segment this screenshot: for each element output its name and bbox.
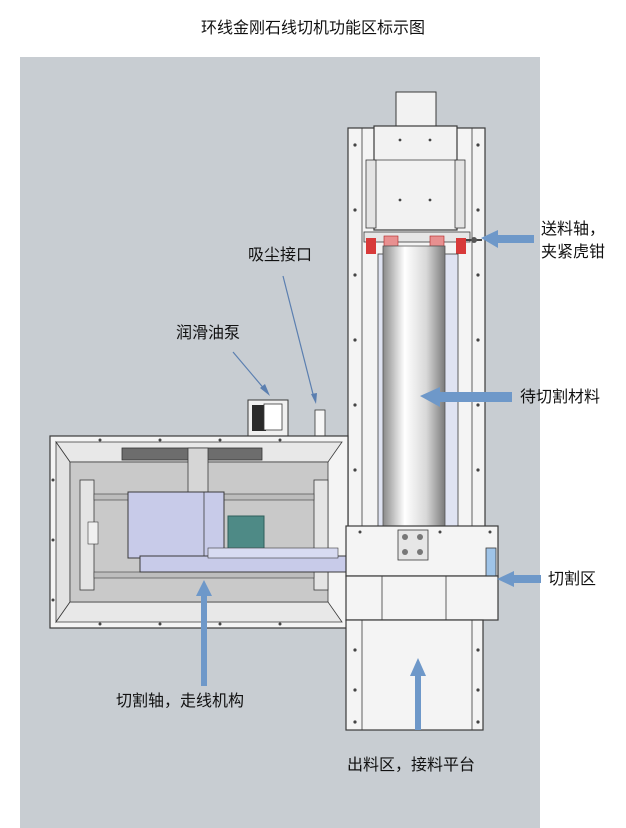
label-dust-port: 吸尘接口	[248, 245, 313, 264]
arrow-material	[420, 387, 512, 407]
label-oil-pump: 润滑油泵	[176, 323, 241, 342]
pointer-arrows	[196, 230, 541, 730]
arrow-cut-zone	[497, 571, 541, 587]
top-motor	[395, 91, 437, 127]
label-material: 待切割材料	[520, 387, 601, 406]
label-cut-zone: 切割区	[548, 569, 597, 588]
cutting-axis-frame	[49, 435, 409, 629]
arrow-feed-axis	[481, 230, 534, 248]
oil-pump	[247, 399, 289, 438]
label-feed-axis-line1: 送料轴，	[541, 219, 606, 238]
arrow-outfeed	[410, 658, 426, 730]
cutting-zone	[345, 525, 499, 599]
clamp-vice	[363, 231, 482, 254]
label-cut-axis: 切割轴，走线机构	[116, 691, 245, 710]
label-outfeed: 出料区，接料平台	[347, 755, 476, 774]
arrow-cut-axis	[196, 580, 212, 686]
pointer-lines	[232, 275, 317, 404]
outfeed-zone	[345, 575, 499, 731]
label-feed-axis-line2: 夹紧虎钳	[541, 242, 606, 261]
dust-port	[314, 409, 326, 439]
diagram-title: 环线金刚石线切机功能区标示图	[200, 18, 425, 37]
feed-carriage	[365, 125, 466, 231]
material-cylinder	[377, 245, 459, 531]
